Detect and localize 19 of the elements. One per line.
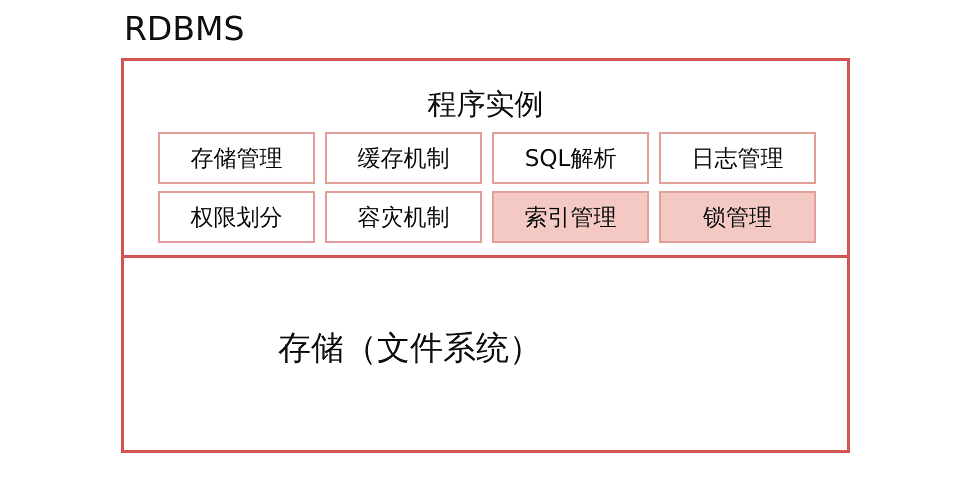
module-label: 存储管理 [190, 144, 282, 174]
section-title: 存储（文件系统） [278, 327, 542, 369]
module-box [659, 132, 816, 184]
module-box [659, 191, 816, 243]
system-title: RDBMS [124, 9, 244, 48]
section-title: 程序实例 [426, 86, 544, 123]
module-label: 索引管理 [524, 204, 616, 232]
module-box [325, 132, 482, 184]
module-label: 容灾机制 [358, 204, 450, 232]
module-box [492, 191, 649, 243]
module-box [158, 191, 315, 243]
module-label: 日志管理 [692, 144, 784, 174]
module-label: SQL解析 [524, 144, 616, 174]
module-label: 权限划分 [190, 204, 282, 232]
module-box [492, 132, 649, 184]
module-box [325, 191, 482, 243]
module-label: 缓存机制 [358, 144, 450, 174]
module-box [158, 132, 315, 184]
module-label: 锁管理 [703, 204, 772, 232]
